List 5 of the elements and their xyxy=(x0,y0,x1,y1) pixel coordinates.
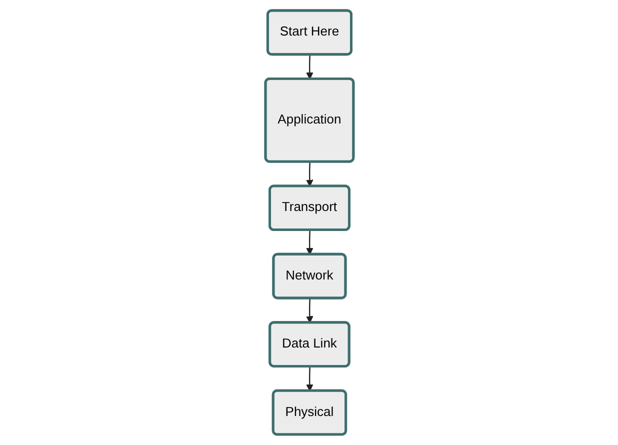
arrow xyxy=(306,162,313,187)
arrow xyxy=(306,366,313,392)
arrow xyxy=(306,54,313,80)
arrow xyxy=(306,298,313,324)
arrow xyxy=(306,230,313,255)
